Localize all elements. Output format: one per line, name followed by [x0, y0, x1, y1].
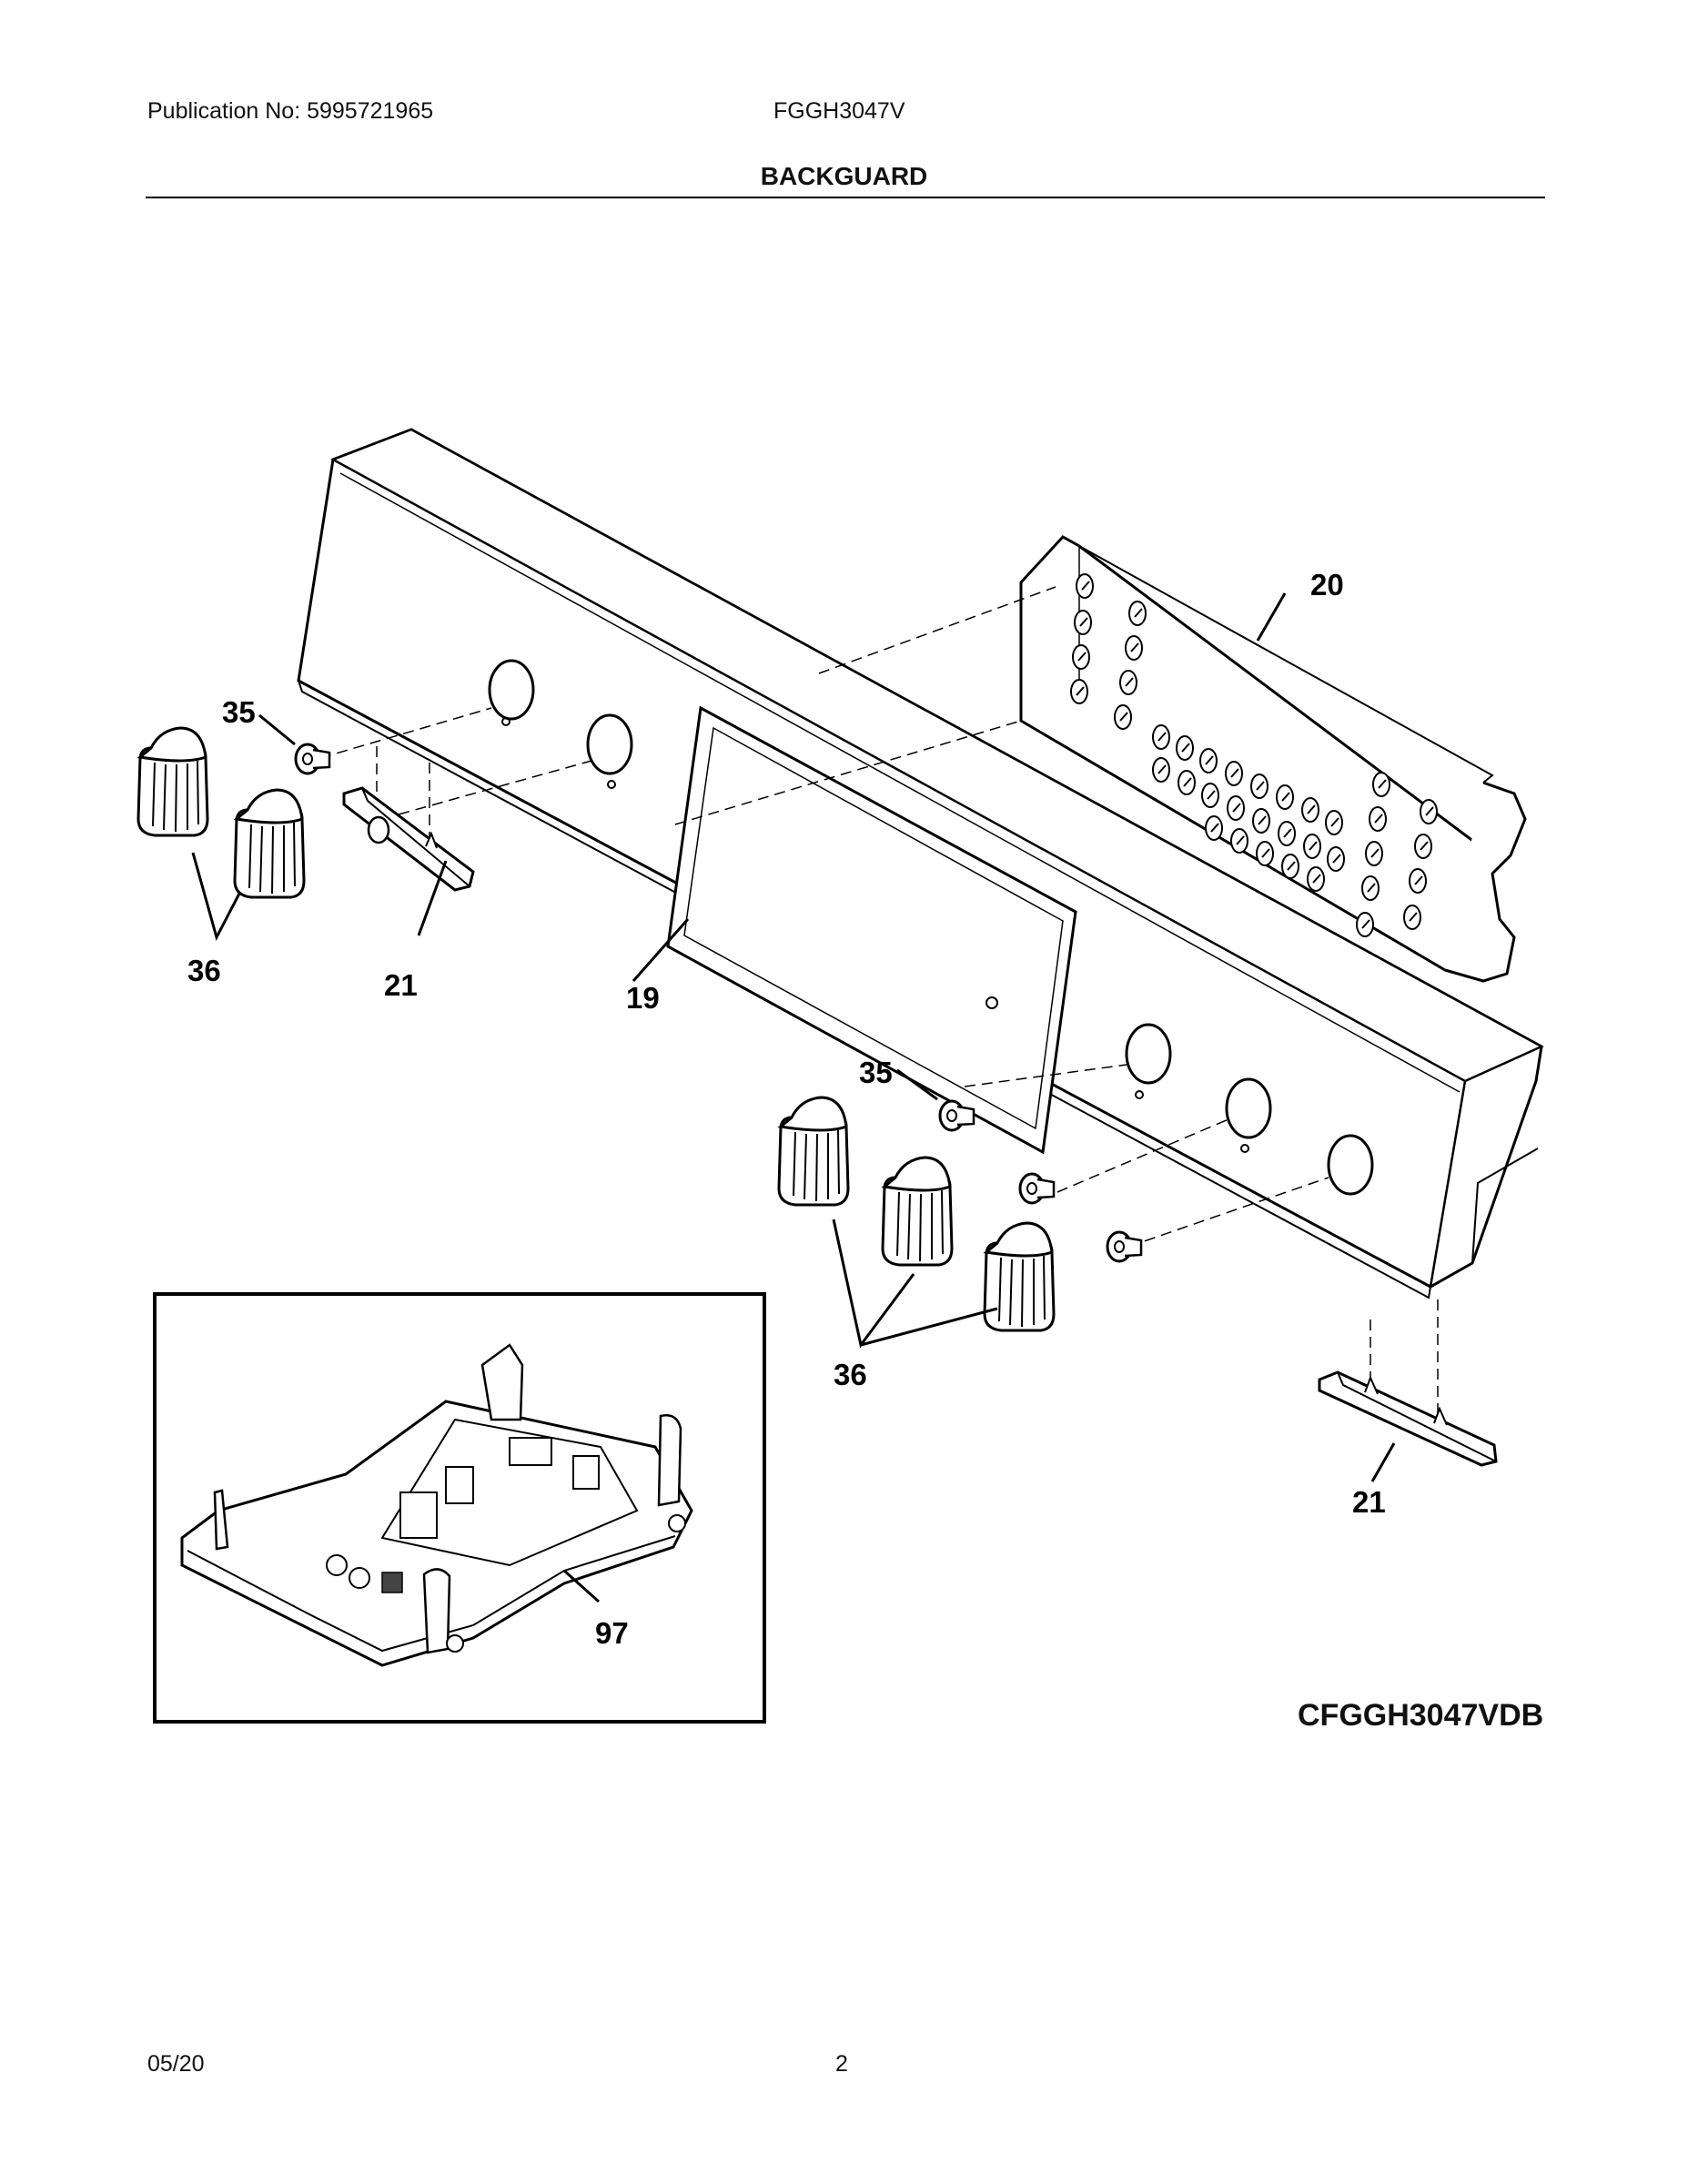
assembly-lines	[319, 586, 1439, 1420]
bracket-right	[1318, 1370, 1498, 1467]
knob-right-1	[777, 1096, 850, 1207]
callout-21-left: 21	[384, 968, 418, 1002]
footer-date: 05/20	[147, 2051, 205, 2077]
section-title: BACKGUARD	[760, 162, 928, 190]
callout-35-right: 35	[859, 1056, 893, 1089]
knob-left-1	[136, 726, 209, 837]
bracket-left	[342, 786, 475, 892]
seal-left	[294, 743, 331, 775]
model-number: FGGH3047V	[773, 98, 905, 124]
callout-97: 97	[595, 1616, 629, 1650]
leader-lines	[191, 592, 1396, 1603]
callout-36-right: 36	[834, 1358, 867, 1391]
callout-20: 20	[1310, 568, 1344, 602]
seal-right-3	[1106, 1230, 1143, 1263]
knob-left-2	[233, 788, 306, 899]
knob-right-2	[881, 1156, 954, 1267]
backguard-panel	[297, 428, 1544, 1299]
variant-code: CFGGH3047VDB	[1298, 1698, 1544, 1733]
callout-36-left: 36	[187, 954, 221, 987]
page-number: 2	[835, 2051, 848, 2077]
control-board	[1019, 535, 1527, 983]
seal-right-2	[1018, 1172, 1056, 1205]
knob-right-3	[983, 1221, 1056, 1332]
publication-number: Publication No: 5995721965	[147, 98, 434, 124]
header-rule	[146, 197, 1545, 198]
callout-21-right: 21	[1352, 1485, 1386, 1519]
callout-19: 19	[626, 981, 660, 1015]
callout-35-left: 35	[222, 695, 256, 729]
relay-board	[180, 1343, 693, 1667]
